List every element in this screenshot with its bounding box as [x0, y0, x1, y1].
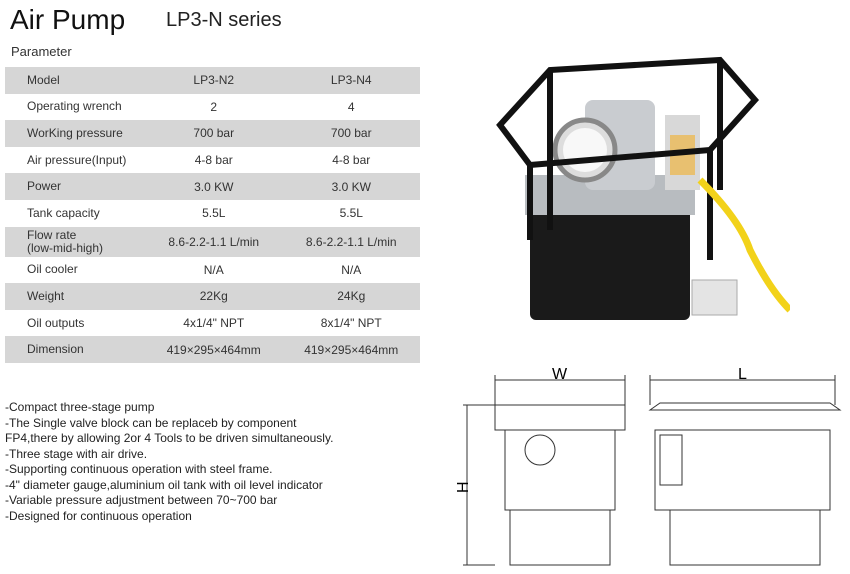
- cell: 419×295×464mm: [282, 336, 420, 363]
- series-name: LP3-N series: [166, 9, 282, 31]
- feature-item: -Designed for continuous operation: [5, 508, 192, 523]
- row-label: Model: [5, 67, 145, 94]
- cell: 2: [210, 99, 218, 114]
- cell: N/A: [341, 262, 362, 277]
- row-label: Operating wrench: [27, 99, 122, 114]
- cell: 419×295×464mm: [145, 336, 283, 363]
- cell: 4-8 bar: [194, 153, 233, 168]
- feature-item: -Three stage with air drive.: [5, 446, 148, 461]
- cell: 4x1/4" NPT: [183, 316, 245, 331]
- cell: 700 bar: [145, 120, 283, 147]
- cell: 8.6-2.2-1.1 L/min: [145, 226, 283, 257]
- feature-item: -The Single valve block can be replaceb …: [5, 415, 297, 430]
- row-label-line: (low-mid-high): [27, 240, 104, 255]
- table-row: Flow rate(low-mid-high)8.6-2.2-1.1 L/min…: [5, 226, 420, 257]
- table-row: Air pressure(Input) 4-8 bar 4-8 bar: [5, 147, 420, 174]
- cell: N/A: [203, 262, 224, 277]
- cell: 700 bar: [282, 120, 420, 147]
- row-label: Air pressure(Input): [27, 152, 127, 167]
- feature-item: -Supporting continuous operation with st…: [5, 462, 273, 476]
- length-label: L: [738, 366, 747, 383]
- cell: 5.5L: [339, 206, 363, 221]
- feature-item: -4" diameter gauge,aluminium oil tank wi…: [5, 477, 323, 492]
- row-label: Dimension: [5, 336, 145, 363]
- row-label: Oil cooler: [27, 262, 78, 277]
- row-label: Power: [5, 173, 145, 200]
- pump-photo: [496, 56, 790, 320]
- feature-item: FP4,there by allowing 2or 4 Tools to be …: [5, 431, 334, 445]
- cell: 3.0 KW: [282, 173, 420, 200]
- cell: LP3-N4: [282, 67, 420, 94]
- feature-list: -Compact three-stage pump -The Single va…: [5, 400, 333, 524]
- table-row: Operating wrench 2 4: [5, 94, 420, 121]
- cell: 5.5L: [202, 206, 226, 221]
- table-row: Oil outputs 4x1/4" NPT 8x1/4" NPT: [5, 310, 420, 337]
- row-label: Weight: [5, 283, 145, 310]
- cell: 8x1/4" NPT: [320, 316, 382, 331]
- feature-item: -Compact three-stage pump: [5, 400, 155, 414]
- cell: 3.0 KW: [145, 173, 283, 200]
- section-heading: Parameter: [11, 44, 72, 59]
- cell: LP3-N2: [145, 67, 283, 94]
- row-label: WorKing pressure: [5, 120, 145, 147]
- cell: 24Kg: [282, 283, 420, 310]
- row-label: Tank capacity: [27, 205, 100, 220]
- dimension-drawing: W L H: [455, 366, 842, 566]
- row-label: Flow rate(low-mid-high): [5, 226, 145, 257]
- cell: 4-8 bar: [332, 153, 371, 168]
- page-title: Air Pump: [10, 4, 126, 35]
- feature-item: -Variable pressure adjustment between 70…: [5, 493, 278, 507]
- row-label: Oil outputs: [27, 315, 85, 330]
- width-label: W: [552, 366, 568, 383]
- cell: 4: [347, 99, 355, 114]
- table-row: Oil cooler N/A N/A: [5, 257, 420, 284]
- table-row: Tank capacity 5.5L 5.5L: [5, 200, 420, 227]
- row-label-line: Flow rate: [27, 227, 77, 242]
- cell: 22Kg: [145, 283, 283, 310]
- height-label: H: [455, 481, 472, 493]
- cell: 8.6-2.2-1.1 L/min: [282, 226, 420, 257]
